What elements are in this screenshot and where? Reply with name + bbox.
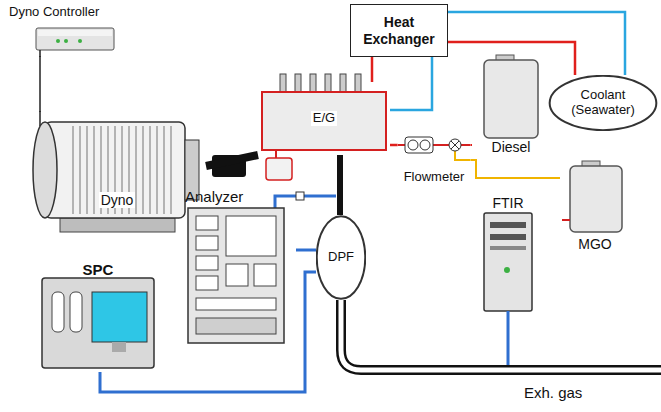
connector bbox=[390, 144, 398, 147]
ftir-tower bbox=[484, 213, 532, 365]
node-label: Dyno Controller bbox=[7, 5, 101, 20]
node-label: DPF bbox=[326, 250, 356, 265]
connector bbox=[206, 155, 258, 166]
controller-device bbox=[36, 28, 114, 126]
node-label: Dyno bbox=[99, 192, 136, 208]
ftir-box: FTIR bbox=[474, 192, 542, 314]
node-label: E/G bbox=[311, 111, 337, 126]
spc-box: SPC bbox=[38, 258, 158, 372]
diesel-tank bbox=[484, 55, 538, 138]
controller-label: Dyno Controller bbox=[4, 2, 120, 56]
engine-block bbox=[262, 74, 386, 180]
dyno-motor-box: Dyno bbox=[28, 112, 206, 238]
connector bbox=[296, 249, 316, 252]
analyzer-device bbox=[188, 192, 336, 343]
coolant-ellipse: Coolant (Seawater) bbox=[548, 75, 658, 131]
spc-monitor bbox=[42, 278, 154, 368]
flowmeter-symbol bbox=[398, 137, 470, 160]
connector bbox=[470, 160, 560, 178]
filter-ellipse: DPF bbox=[316, 215, 366, 300]
exhaust-pipe bbox=[341, 300, 661, 370]
connector bbox=[448, 12, 625, 75]
connector bbox=[470, 144, 472, 146]
node-label: Diesel bbox=[490, 139, 533, 155]
node-label: SPC bbox=[81, 261, 116, 278]
process-box: Heat Exchanger bbox=[350, 4, 448, 57]
node-label: Heat Exchanger bbox=[354, 14, 444, 46]
node-label: Analyzer bbox=[183, 188, 245, 205]
tank-box: Diesel bbox=[472, 52, 550, 158]
flowmeter-box: Flowmeter bbox=[398, 128, 471, 188]
connector bbox=[337, 155, 343, 215]
mgo-tank bbox=[562, 161, 622, 232]
tank-box: MGO bbox=[560, 157, 630, 255]
connector bbox=[390, 57, 432, 110]
node-label: Flowmeter bbox=[402, 170, 467, 185]
connector bbox=[371, 57, 374, 82]
node-label: FTIR bbox=[490, 195, 525, 211]
node-label: Coolant (Seawater) bbox=[559, 88, 647, 118]
node-label: MGO bbox=[576, 236, 613, 252]
connector bbox=[39, 56, 41, 112]
analyzer-box: Analyzer bbox=[180, 185, 296, 347]
connector bbox=[448, 42, 575, 75]
flow-label: Exh. gas bbox=[522, 384, 584, 401]
dyno-motor bbox=[33, 122, 246, 232]
connector bbox=[100, 272, 316, 392]
ellipse-shape bbox=[550, 76, 657, 130]
ellipse-shape bbox=[317, 216, 366, 298]
engine-box: E/G bbox=[258, 82, 390, 155]
